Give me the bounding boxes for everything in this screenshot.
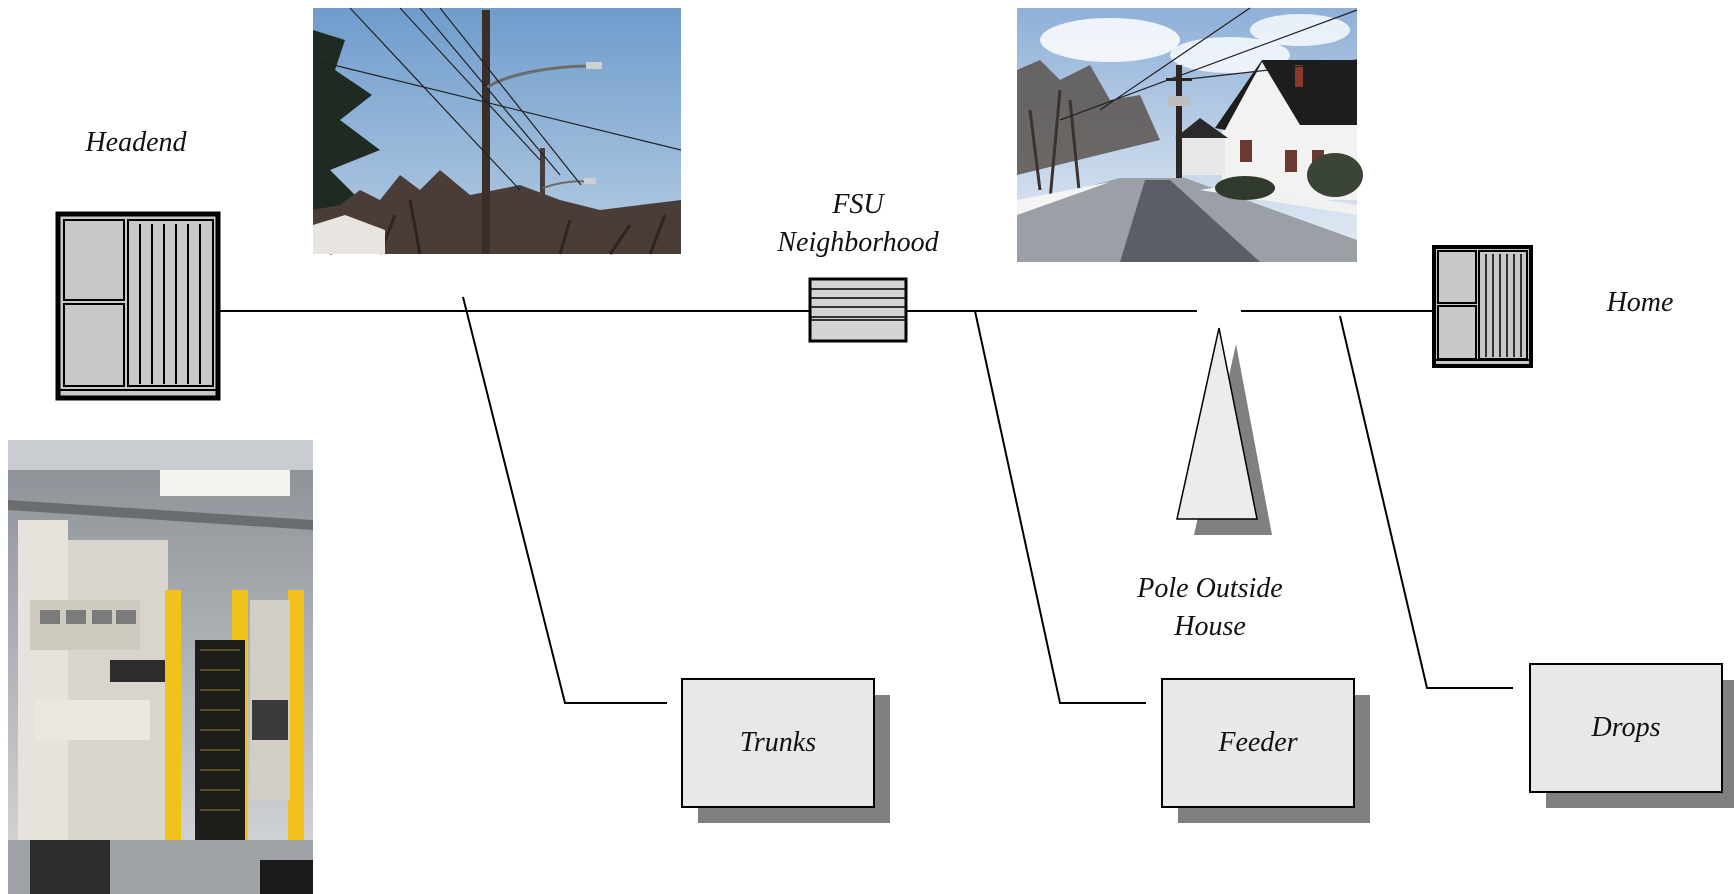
fsu-label-line2: Neighborhood: [777, 227, 939, 258]
trunks-connector-line: [462, 296, 667, 704]
pole-label-line2: House: [1174, 611, 1246, 642]
drops-label: Drops: [1591, 712, 1661, 743]
headend-equipment-rack-photo: [8, 440, 313, 894]
headend-cabinet-icon: [55, 211, 221, 401]
feeder-connector-line: [974, 310, 1146, 704]
fsu-label-line1: FSU: [832, 189, 884, 220]
drops-box: [1529, 663, 1734, 808]
pole-icon: [1176, 327, 1272, 535]
headend-label: Headend: [85, 127, 187, 158]
pole-label-line1: Pole Outside: [1137, 573, 1283, 604]
home-cabinet-icon: [1432, 245, 1533, 368]
fsu-device-icon: [808, 277, 908, 343]
feeder-label: Feeder: [1218, 727, 1298, 758]
street-pole-photo: [312, 7, 682, 255]
neighborhood-street-photo: [1017, 7, 1363, 262]
home-label: Home: [1606, 287, 1674, 318]
trunks-box: [681, 678, 890, 823]
drops-connector-line: [1339, 315, 1513, 689]
trunks-label: Trunks: [739, 727, 817, 758]
feeder-box: [1161, 678, 1370, 823]
